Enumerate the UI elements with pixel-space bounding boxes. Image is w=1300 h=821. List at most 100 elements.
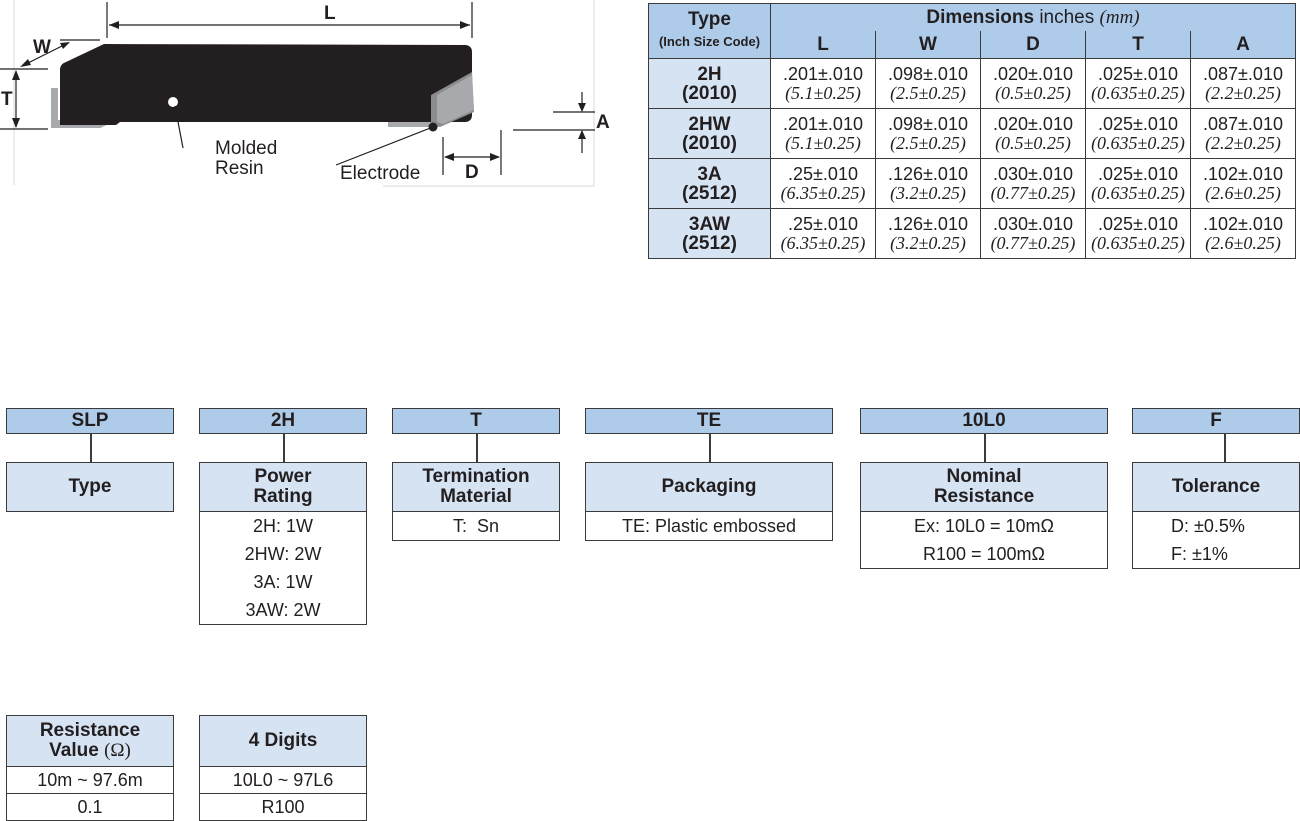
dimension-inches: .098±.010 bbox=[888, 63, 968, 84]
dimension-inches: .102±.010 bbox=[1203, 213, 1283, 234]
four-digit-code-table: 4 Digits 10L0 ~ 97L6 R100 bbox=[199, 715, 367, 821]
dimension-row: 2HW(2010).201±.010(5.1±0.25).098±.010(2.… bbox=[648, 108, 1296, 159]
pn-option-row: R100 = 100mΩ bbox=[922, 544, 1046, 564]
l-arrow-left bbox=[109, 21, 119, 29]
pn-option-row: T: Sn bbox=[452, 516, 500, 536]
l-arrow-right bbox=[460, 21, 470, 29]
pn-title-line: Packaging bbox=[661, 476, 757, 497]
dimension-mm: (0.635±0.25) bbox=[1091, 132, 1185, 153]
dimension-cell-a: .102±.010(2.6±0.25) bbox=[1190, 208, 1296, 259]
dimension-mm: (6.35±0.25) bbox=[780, 232, 866, 253]
pn-connector-line bbox=[476, 434, 478, 462]
pn-connector-line bbox=[283, 434, 285, 462]
dimension-cell-d: .030±.010(0.77±0.25) bbox=[980, 158, 1086, 209]
a-arrow-top bbox=[578, 103, 586, 112]
dimension-inches: .025±.010 bbox=[1098, 113, 1178, 134]
pn-description-box: Nominal Resistance Ex: 10L0 = 10mΩ R100 … bbox=[860, 462, 1108, 569]
electrode-leader-line bbox=[335, 126, 434, 166]
four-digit-header: 4 Digits bbox=[200, 716, 366, 767]
pn-title-line: Power bbox=[254, 466, 312, 487]
d-arrow-right bbox=[490, 153, 500, 161]
pn-title: Power Rating bbox=[200, 463, 366, 512]
right-electrode-bottom bbox=[388, 118, 440, 127]
dimension-inches: .025±.010 bbox=[1098, 163, 1178, 184]
pn-title-line: Tolerance bbox=[1171, 476, 1261, 497]
d-arrow-left bbox=[444, 153, 454, 161]
four-digit-header-label: 4 Digits bbox=[248, 730, 318, 751]
dimension-row: 3A(2512).25±.010(6.35±0.25).126±.010(3.2… bbox=[648, 158, 1296, 209]
pn-code-box: F bbox=[1132, 408, 1300, 434]
pn-title: Termination Material bbox=[393, 463, 559, 512]
resin-marker-dot bbox=[168, 97, 178, 107]
dimension-inches: .201±.010 bbox=[783, 113, 863, 134]
pn-option-row: 2HW: 2W bbox=[244, 544, 322, 564]
inch-size-code: (2512) bbox=[682, 182, 737, 204]
w-arrow-top bbox=[60, 42, 70, 49]
pn-code-box: 10L0 bbox=[860, 408, 1108, 434]
dimension-cell-w: .098±.010(2.5±0.25) bbox=[875, 58, 981, 109]
dimension-cell-t: .025±.010(0.635±0.25) bbox=[1085, 208, 1191, 259]
a-arrow-bottom bbox=[578, 130, 586, 139]
pn-title: Packaging bbox=[586, 463, 832, 512]
dimension-inches: .126±.010 bbox=[888, 163, 968, 184]
dimension-cell-t: .025±.010(0.635±0.25) bbox=[1085, 158, 1191, 209]
right-electrode-face bbox=[437, 75, 474, 124]
pn-code-box: SLP bbox=[6, 408, 174, 434]
inch-size-code: (2010) bbox=[682, 82, 737, 104]
dimension-mm: (3.2±0.25) bbox=[890, 182, 966, 203]
pn-code-box: T bbox=[392, 408, 560, 434]
type-column-header: Type (Inch Size Code) bbox=[648, 3, 771, 59]
type-cell: 3AW(2512) bbox=[648, 208, 771, 259]
pn-description-box: Power Rating 2H: 1W 2HW: 2W 3A: 1W 3AW: … bbox=[199, 462, 367, 625]
resistance-header-value-text: Value bbox=[49, 740, 105, 761]
inch-size-code: (2010) bbox=[682, 132, 737, 154]
dimension-cell-a: .087±.010(2.2±0.25) bbox=[1190, 58, 1296, 109]
resistor-drawing bbox=[0, 0, 595, 187]
dimension-mm: (6.35±0.25) bbox=[780, 182, 866, 203]
pn-option-row: 3AW: 2W bbox=[245, 600, 321, 620]
dimensions-group-header: Dimensions inches (mm) bbox=[770, 3, 1296, 31]
pn-option-row: 3A: 1W bbox=[253, 572, 313, 592]
label-t: T bbox=[1, 89, 13, 110]
pn-title-line: Type bbox=[68, 476, 112, 497]
resistance-value-header: Resistance Value (Ω) bbox=[7, 716, 173, 767]
column-header-l: L bbox=[770, 31, 876, 59]
pn-connector-line bbox=[984, 434, 986, 462]
dimension-cell-l: .25±.010(6.35±0.25) bbox=[770, 208, 876, 259]
inch-size-code-label: (Inch Size Code) bbox=[658, 34, 761, 49]
dimension-inches: .020±.010 bbox=[993, 63, 1073, 84]
dimension-inches: .025±.010 bbox=[1098, 213, 1178, 234]
dimension-inches: .126±.010 bbox=[888, 213, 968, 234]
four-digit-cell: R100 bbox=[200, 793, 366, 820]
dimension-mm: (3.2±0.25) bbox=[890, 232, 966, 253]
dimension-cell-l: .201±.010(5.1±0.25) bbox=[770, 58, 876, 109]
dimension-mm: (0.635±0.25) bbox=[1091, 82, 1185, 103]
column-header-d: D bbox=[980, 31, 1086, 59]
pn-description-box: Type bbox=[6, 462, 174, 512]
dimension-inches: .025±.010 bbox=[1098, 63, 1178, 84]
type-code: 3AW bbox=[688, 213, 731, 235]
dimension-mm: (2.2±0.25) bbox=[1205, 132, 1281, 153]
dimension-mm: (0.77±0.25) bbox=[990, 232, 1076, 253]
dimension-inches: .102±.010 bbox=[1203, 163, 1283, 184]
dimension-cell-l: .25±.010(6.35±0.25) bbox=[770, 158, 876, 209]
four-digit-cell: 10L0 ~ 97L6 bbox=[232, 770, 334, 790]
label-electrode: Electrode bbox=[340, 163, 421, 184]
dimension-cell-t: .025±.010(0.635±0.25) bbox=[1085, 58, 1191, 109]
label-w: W bbox=[33, 37, 51, 58]
pn-option-row: TE: Plastic embossed bbox=[621, 516, 797, 536]
resin-leader-line bbox=[174, 105, 184, 149]
dimension-mm: (2.2±0.25) bbox=[1205, 82, 1281, 103]
dimension-inches: .020±.010 bbox=[993, 113, 1073, 134]
dimension-inches: .25±.010 bbox=[788, 213, 858, 234]
column-header-w: W bbox=[875, 31, 981, 59]
dimension-mm: (0.5±0.25) bbox=[995, 82, 1071, 103]
pn-connector-line bbox=[1224, 434, 1226, 462]
t-arrow-top bbox=[12, 70, 20, 80]
inch-size-code: (2512) bbox=[682, 232, 737, 254]
resistance-header-line2: Value (Ω) bbox=[49, 741, 131, 761]
dimension-row: 2H(2010).201±.010(5.1±0.25).098±.010(2.5… bbox=[648, 58, 1296, 109]
w-dimension-line bbox=[21, 42, 69, 67]
dimension-mm: (2.5±0.25) bbox=[890, 132, 966, 153]
dimension-cell-d: .020±.010(0.5±0.25) bbox=[980, 108, 1086, 159]
